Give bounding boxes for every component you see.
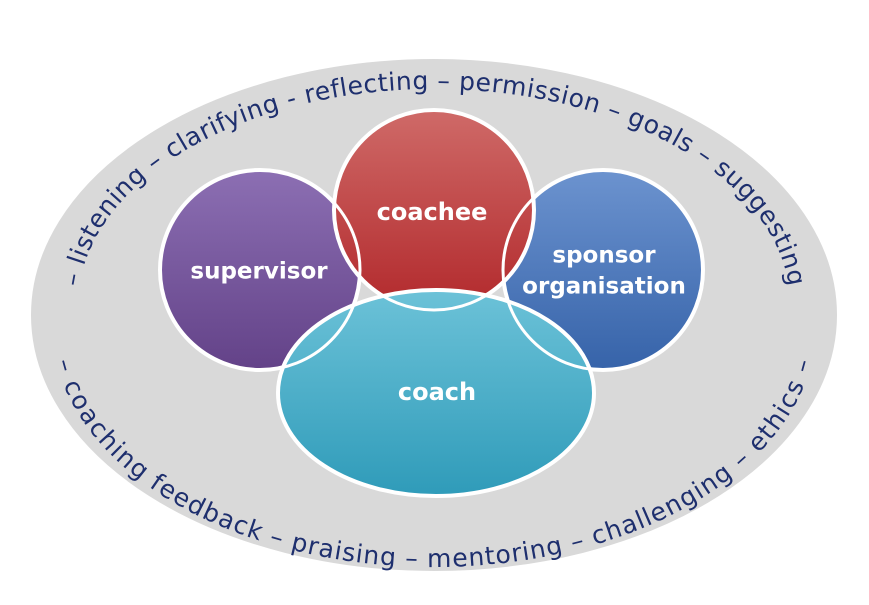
coach-label: coach	[398, 378, 476, 406]
sponsor-outline	[501, 168, 705, 372]
supervisor-label: supervisor	[190, 259, 328, 285]
supervisor-outline	[158, 168, 362, 372]
sponsor-label-line2: organisation	[522, 274, 686, 300]
coachee-outline	[332, 108, 536, 312]
coach-ellipse	[276, 288, 596, 498]
coachee-label: coachee	[377, 198, 488, 226]
sponsor-label-line1: sponsor	[552, 243, 656, 269]
